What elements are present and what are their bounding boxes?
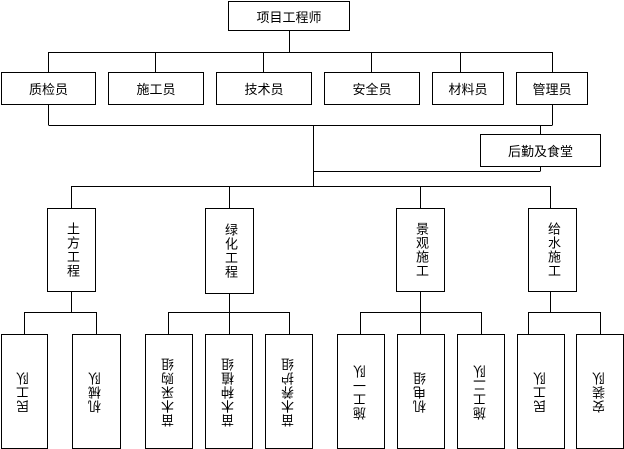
staff-node-label: 管理员: [532, 83, 572, 98]
staff-node-safety-officer: 安全员: [324, 72, 420, 105]
team-node: 施工一队: [337, 334, 385, 449]
staff-node-construction-worker: 施工员: [108, 72, 204, 105]
team-node: 民工队: [1, 334, 48, 449]
staff-node-label: 施工员: [136, 83, 176, 98]
staff-node-label: 技术员: [244, 83, 284, 98]
team-node-label: 苗木采购组: [161, 356, 177, 427]
staff-node-label: 材料员: [448, 83, 488, 98]
division-node-greening: 绿化工程: [205, 208, 254, 294]
team-node-label: 苗木养护组: [281, 356, 297, 427]
team-node: 机电组: [397, 334, 445, 449]
team-node: 施工二队: [457, 334, 505, 449]
team-node-label: 机电组: [413, 370, 429, 413]
division-node-label: 绿化工程: [222, 223, 237, 279]
division-node-landscape: 景观施工: [396, 208, 445, 292]
division-node-water-supply: 给水施工: [528, 208, 577, 292]
staff-node-technician: 技术员: [216, 72, 312, 105]
division-node-label: 给水施工: [545, 222, 560, 278]
team-node: 苗木采购组: [145, 334, 193, 449]
division-node-label: 土方工程: [64, 222, 79, 278]
team-node: 安装队: [576, 334, 624, 449]
team-node: 民工队: [517, 334, 565, 449]
team-node-label: 民工队: [533, 370, 549, 413]
team-node-label: 苗木种植组: [221, 356, 237, 427]
staff-node-materials-officer: 材料员: [432, 72, 504, 105]
team-node: 苗木种植组: [205, 334, 253, 449]
staff-node-label: 质检员: [28, 83, 68, 98]
staff-node-administrator: 管理员: [516, 72, 588, 105]
division-node-label: 景观施工: [413, 222, 428, 278]
support-node-logistics-canteen: 后勤及食堂: [480, 134, 601, 167]
staff-node-label: 安全员: [352, 83, 392, 98]
division-node-earthworks: 土方工程: [47, 208, 96, 292]
support-node-label: 后勤及食堂: [507, 145, 573, 160]
team-node-label: 施工一队: [353, 363, 369, 420]
team-node: 苗木养护组: [265, 334, 313, 449]
team-node-label: 施工二队: [473, 363, 489, 420]
staff-node-quality-inspector: 质检员: [1, 72, 96, 105]
team-node-label: 民工队: [17, 370, 32, 413]
root-node-label: 项目工程师: [256, 10, 322, 26]
team-node-label: 机械队: [89, 370, 104, 413]
team-node-label: 安装队: [592, 370, 608, 413]
root-node: 项目工程师: [228, 1, 350, 31]
team-node: 机械队: [72, 334, 121, 449]
